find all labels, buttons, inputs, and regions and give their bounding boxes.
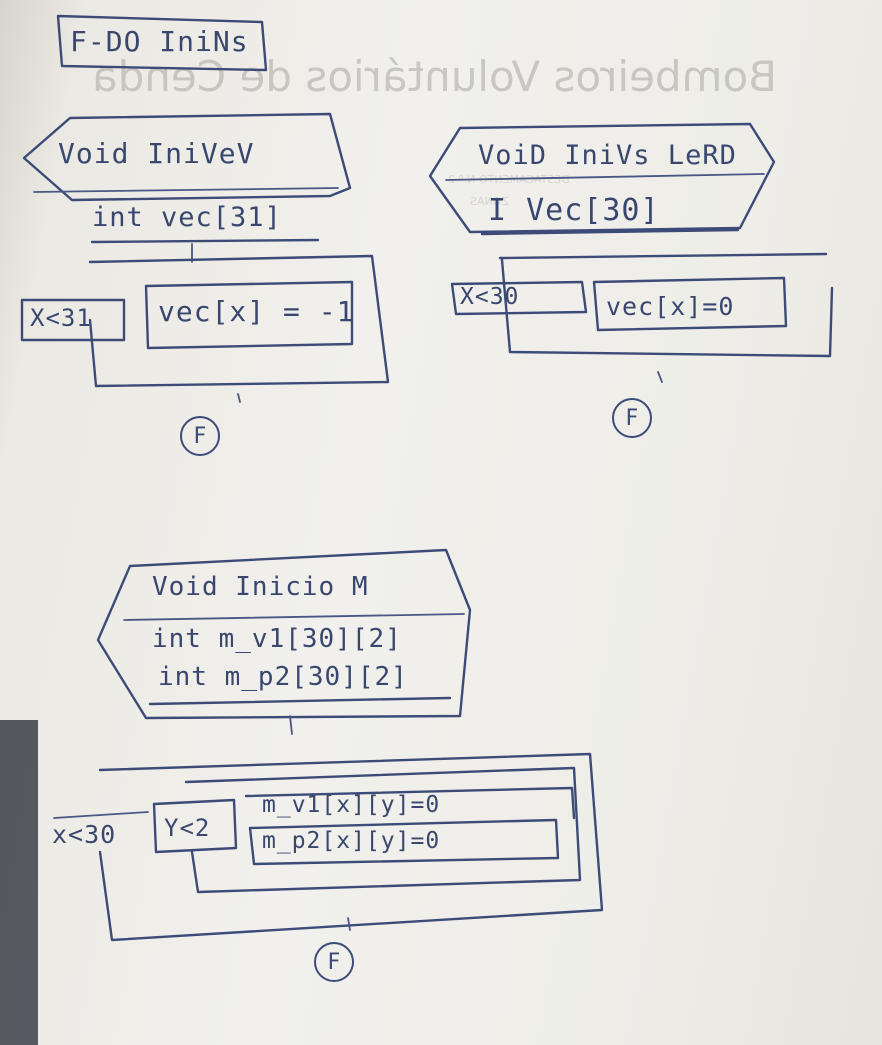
d2-title-hex <box>428 122 776 234</box>
d2-tick <box>657 371 663 383</box>
d2-cond: X<30 <box>460 284 520 310</box>
d2-title: VoiD IniVs LeRD <box>478 140 737 171</box>
header-label: F-DO IniNs <box>70 25 249 58</box>
d3-body1: m_v1[x][y]=0 <box>262 792 441 818</box>
d3-inner-cond-box <box>152 798 238 854</box>
d3-result: F <box>327 949 341 975</box>
d3-decl2: int m_p2[30][2] <box>158 662 408 692</box>
d2-divider <box>445 173 765 181</box>
d1-cond-box <box>20 298 126 342</box>
d3-body2-box <box>248 818 560 866</box>
desk-edge <box>0 720 38 1045</box>
d1-body: vec[x] = -1 <box>158 295 355 328</box>
d3-inner-loop <box>184 766 582 894</box>
d3-outer-cond-box <box>53 811 149 819</box>
d3-tick <box>347 917 351 931</box>
d3-body2: m_p2[x][y]=0 <box>262 828 441 854</box>
d1-result-circle: F <box>180 416 220 456</box>
d2-decl-underline <box>480 228 740 236</box>
d1-result: F <box>193 423 207 449</box>
d3-decl-underline <box>148 696 452 706</box>
d2-loop-top <box>498 252 828 260</box>
d1-decl-underline <box>90 238 320 244</box>
d2-cond-box <box>450 280 588 316</box>
d1-divider <box>33 187 339 193</box>
d2-result-circle: F <box>612 398 652 438</box>
d1-decl: int vec[31] <box>92 202 282 233</box>
d3-result-circle: F <box>314 942 354 982</box>
d2-loop-outer <box>500 258 834 358</box>
d1-tick <box>237 393 241 403</box>
d2-body-box <box>592 276 788 332</box>
d3-connector <box>289 715 293 735</box>
d1-cond: X<31 <box>30 304 92 332</box>
d2-result: F <box>625 405 639 431</box>
d1-loop-outer <box>88 254 390 388</box>
d3-title: Void Inicio M <box>152 572 369 602</box>
d3-body1-box <box>244 786 576 820</box>
d2-body: vec[x]=0 <box>606 292 735 321</box>
d3-outer-cond: x<30 <box>52 820 117 849</box>
d1-title-hex <box>22 112 352 202</box>
d3-inner-cond: Y<2 <box>164 814 211 842</box>
d3-outer-loop <box>98 752 604 942</box>
d3-decl1: int m_v1[30][2] <box>152 624 402 654</box>
d1-body-box <box>144 280 354 350</box>
d2-decl: I Vec[30] <box>488 193 660 228</box>
d1-title: Void IniVeV <box>58 137 255 170</box>
header-box <box>56 14 268 72</box>
d3-title-hex <box>96 548 472 720</box>
d3-divider <box>123 613 465 621</box>
